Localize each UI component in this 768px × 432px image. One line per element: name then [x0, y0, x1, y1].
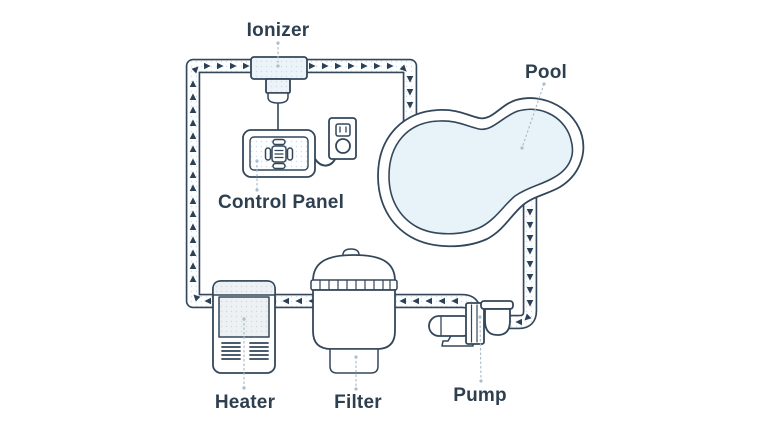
pool-shape	[377, 97, 585, 248]
pump-unit	[428, 300, 514, 347]
pump-flange	[465, 302, 485, 345]
ionizer-fitting	[250, 56, 308, 132]
power-outlet-icon	[328, 117, 357, 160]
label-control-panel: Control Panel	[217, 192, 345, 213]
label-pool: Pool	[525, 62, 567, 83]
label-heater: Heater	[214, 392, 276, 413]
plug-icon	[335, 138, 351, 154]
label-ionizer: Ionizer	[246, 20, 310, 41]
pool-water	[388, 108, 574, 235]
heater-vent-icon	[221, 342, 269, 360]
heater-unit	[212, 280, 276, 374]
pump-pot-lid	[480, 300, 514, 310]
flow-arrows	[189, 62, 534, 326]
control-panel-device	[242, 129, 316, 178]
filter-tank	[310, 248, 398, 374]
label-filter: Filter	[334, 392, 382, 413]
label-pump: Pump	[453, 385, 507, 406]
heater-panel	[218, 296, 270, 338]
filter-clamp-band	[310, 279, 398, 291]
filter-base	[329, 348, 379, 374]
leader-lines	[242, 41, 546, 391]
pump-pot	[484, 308, 511, 336]
